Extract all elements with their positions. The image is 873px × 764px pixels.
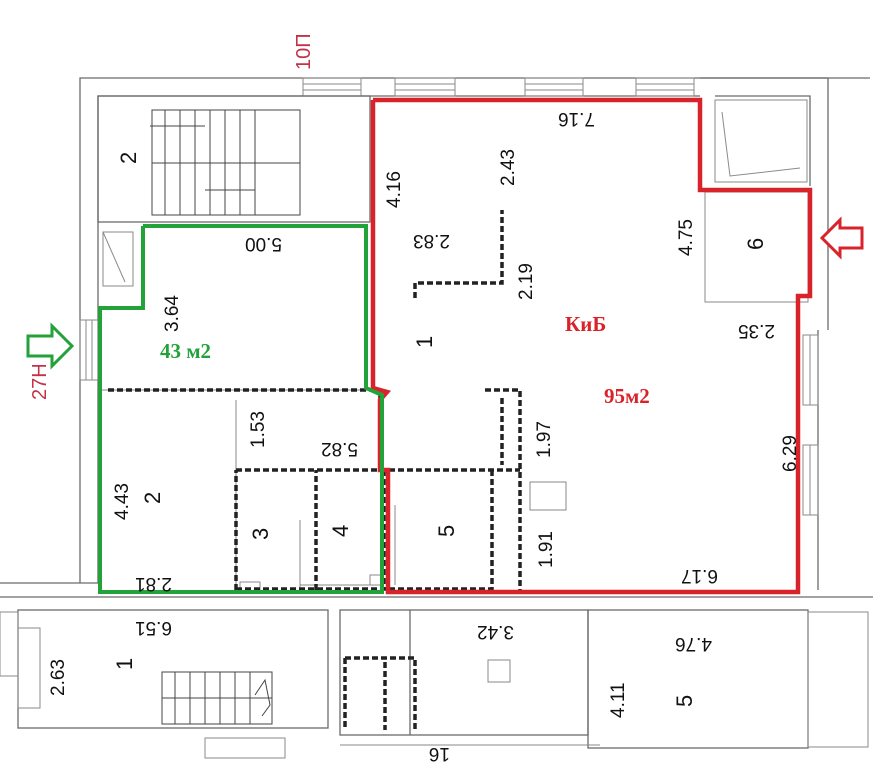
kib-name-label: КиБ: [565, 312, 606, 336]
dim-4-76: 4.76: [675, 633, 712, 654]
dim-5-82: 5.82: [321, 438, 358, 459]
dim-6-17: 6.17: [681, 565, 718, 586]
dim-3-64: 3.64: [162, 295, 183, 332]
dim-4-16: 4.16: [384, 171, 405, 208]
green-outline: [98, 224, 384, 594]
dim-2-83: 2.83: [413, 230, 450, 251]
arrow-left-icon: [819, 216, 864, 260]
dim-7-16: 7.16: [558, 108, 595, 129]
room-1-bottom: 1: [112, 658, 137, 670]
dim-2-19: 2.19: [516, 263, 537, 300]
dim-edge: 16: [429, 743, 450, 764]
hatched-partitions: [108, 210, 522, 730]
dim-3-42: 3.42: [477, 621, 514, 642]
dim-6-51: 6.51: [135, 617, 172, 638]
dim-1-97: 1.97: [534, 421, 555, 458]
room-1-main: 1: [412, 336, 437, 348]
dim-6-29: 6.29: [780, 435, 801, 472]
dim-2-43: 2.43: [498, 149, 519, 186]
room-2-top: 2: [116, 152, 141, 164]
dim-4-11: 4.11: [608, 682, 629, 718]
room-6: 6: [743, 238, 768, 250]
room-2-green: 2: [140, 492, 165, 504]
green-area-label: 43 м2: [160, 339, 211, 363]
dim-4-43: 4.43: [112, 483, 133, 520]
dim-2-63: 2.63: [48, 659, 69, 696]
dim-4-75: 4.75: [676, 219, 697, 256]
room-4: 4: [328, 525, 353, 537]
dim-2-35: 2.35: [738, 320, 775, 341]
arrow-right-icon: [26, 322, 75, 370]
dim-2-81: 2.81: [135, 573, 172, 594]
dimensions: 7.16 4.16 2.43 2.83 2.19 4.75 2.35 5.00 …: [48, 108, 801, 764]
room-3: 3: [248, 528, 273, 540]
axis-label-left: 27Н: [29, 363, 51, 400]
dim-1-53: 1.53: [248, 411, 269, 448]
kib-outline: [370, 97, 813, 595]
room-5: 5: [434, 525, 459, 537]
dim-5-00: 5.00: [245, 233, 282, 254]
axis-label-top: 10П: [293, 33, 315, 70]
dim-1-91: 1.91: [536, 531, 557, 568]
room-5-bottom: 5: [672, 695, 697, 707]
kib-area-label: 95м2: [604, 384, 650, 408]
base-walls: [0, 77, 873, 759]
